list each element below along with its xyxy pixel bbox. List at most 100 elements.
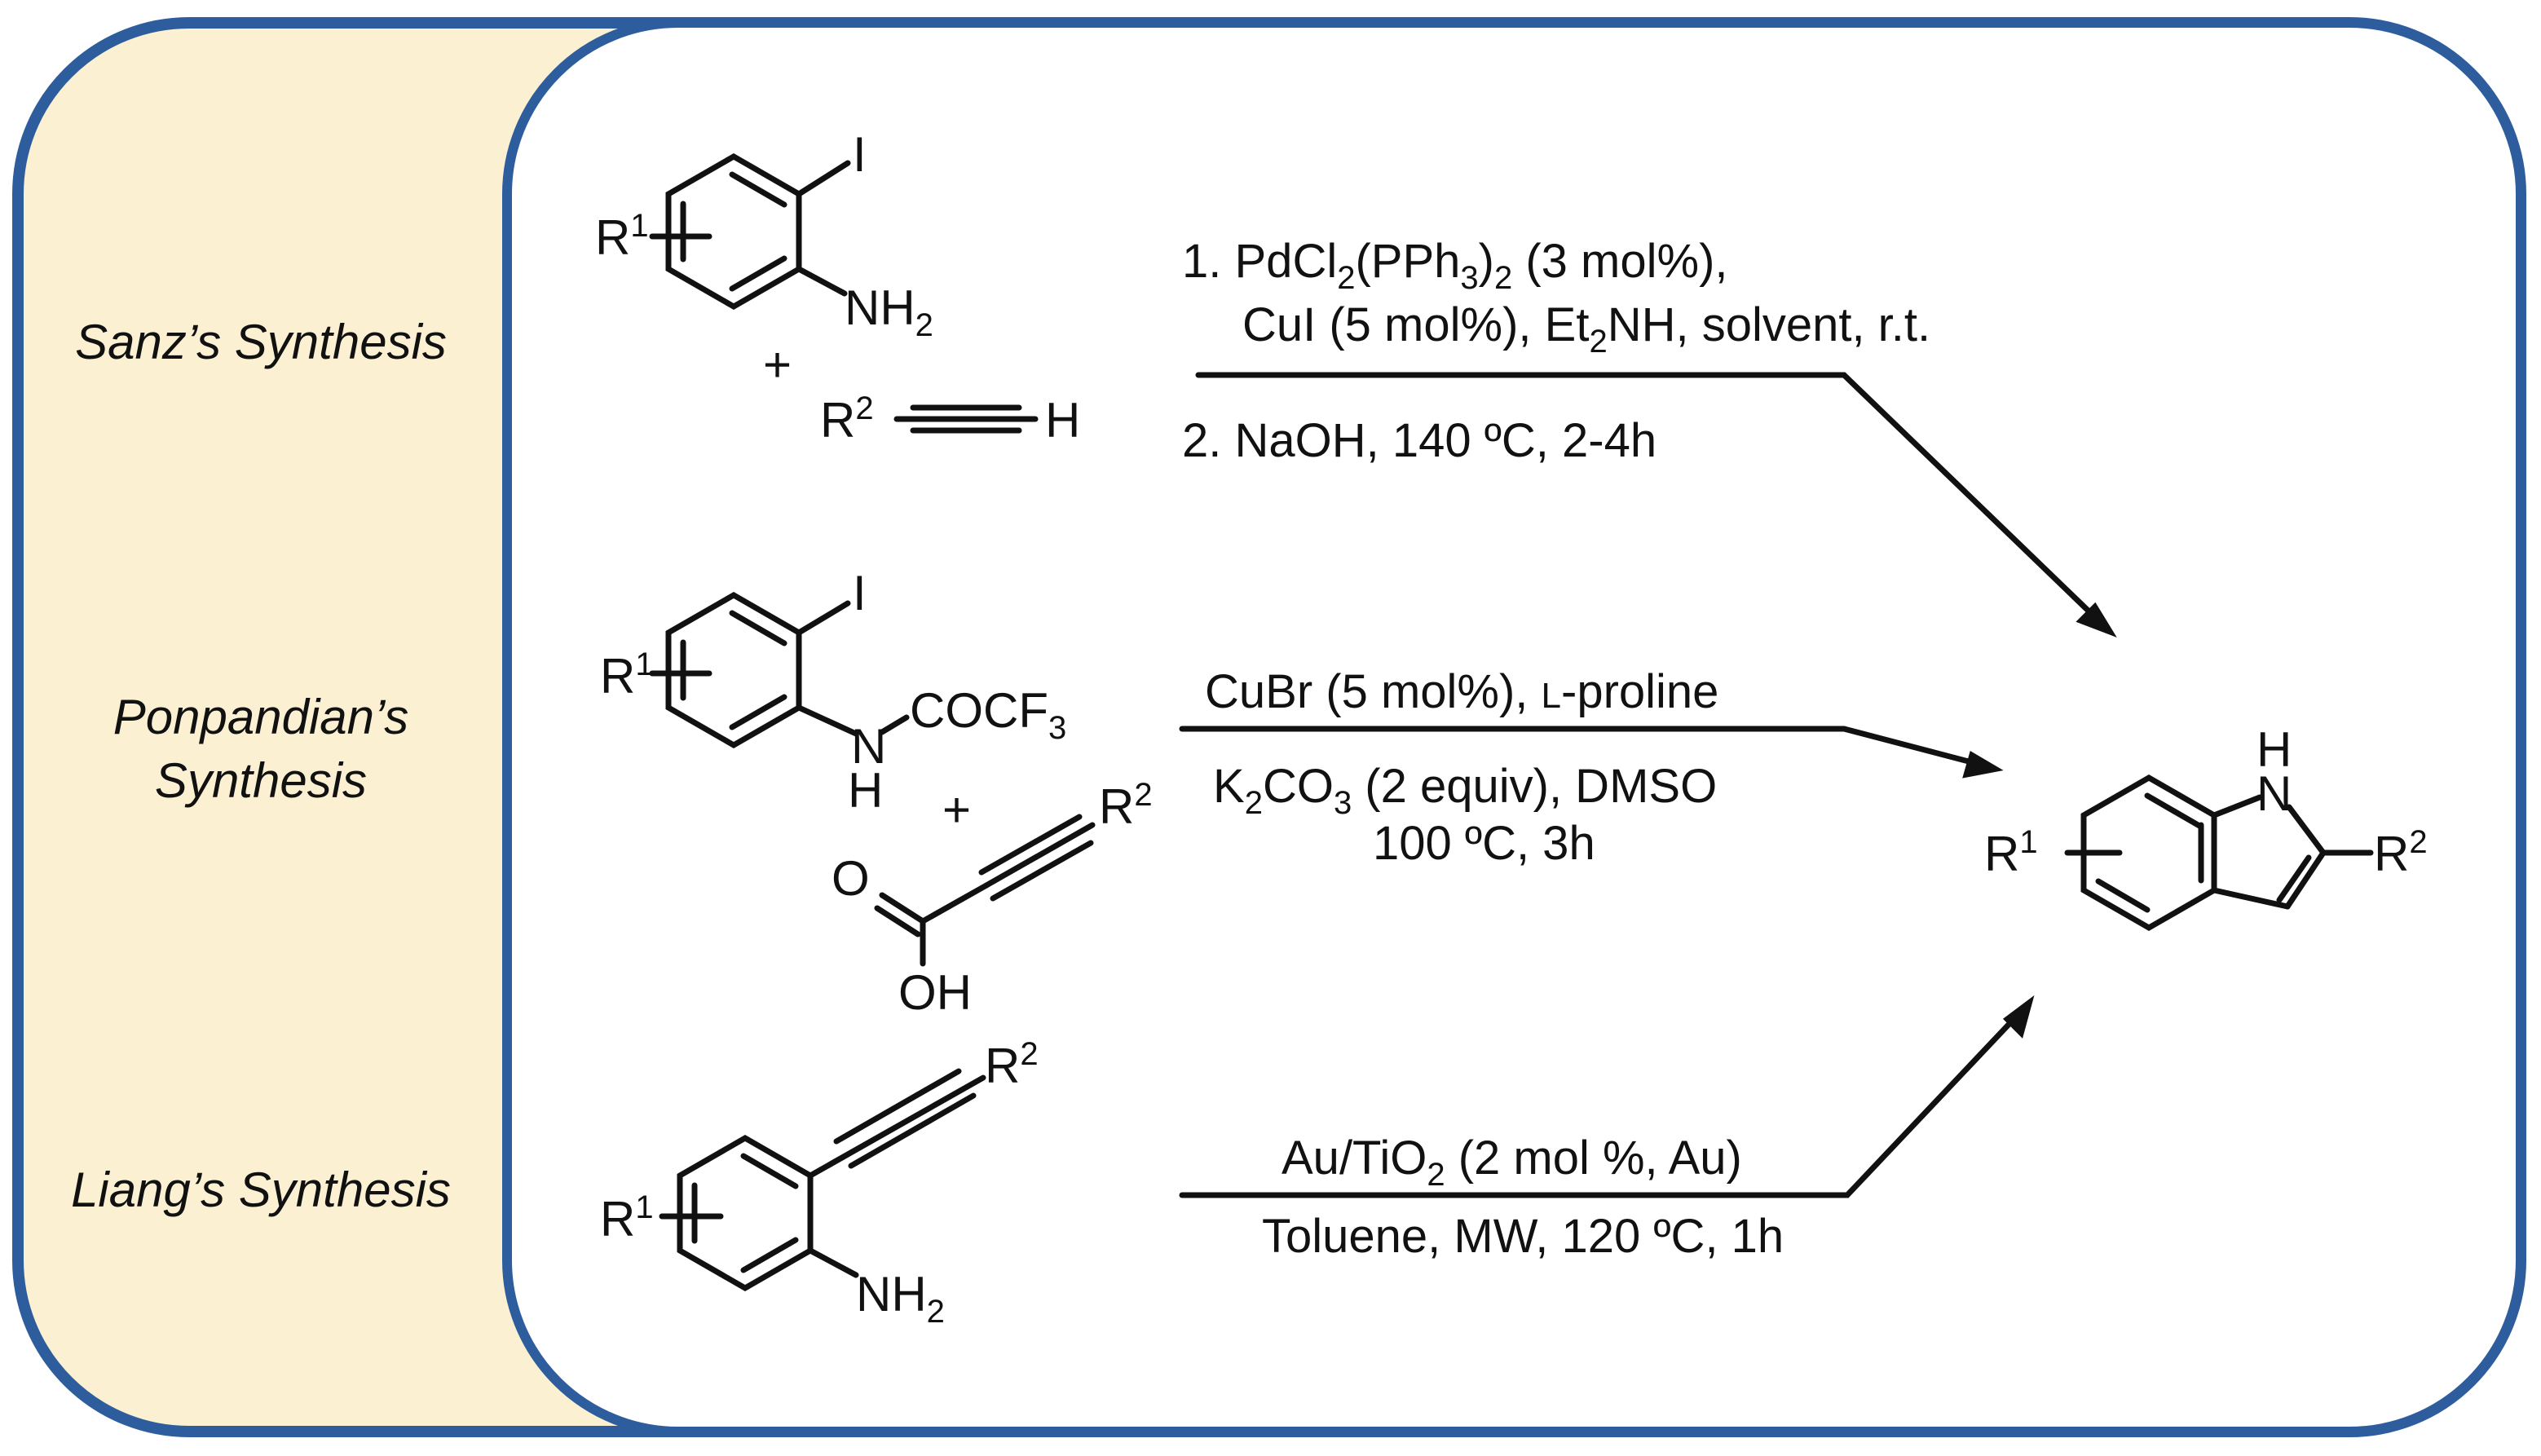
liang-r2-text: R (985, 1039, 1020, 1093)
sanz-alkyne-r: R2 (820, 390, 874, 448)
liang-alkyne-bond (807, 1074, 986, 1179)
ponpandian-arrow (1179, 726, 1984, 768)
sanz-c1-c-sub: 2 (1494, 260, 1512, 296)
liang-text: R2 R1 NH2 Au/TiO2 (2 mol %, Au) Toluene,… (600, 1036, 1784, 1330)
indole-n-label: N (2256, 766, 2292, 821)
ponpandian-r1-label: R1 (600, 646, 654, 704)
ponpandian-arrowhead (1962, 750, 2004, 779)
ponpandian-r2-label: R2 (1099, 777, 1153, 834)
indole-r2-text: R (2374, 827, 2409, 881)
sanz-c2-b: NH, solvent, r.t. (1608, 298, 1930, 351)
liang-cn-bond (807, 1247, 859, 1278)
indole-ring-double-bond (2095, 878, 2151, 913)
sanz-text: I R1 NH2 + R2 H 1. PdCl2(PPh3)2 (3 mol%)… (595, 127, 1930, 467)
liang-r1-text: R (600, 1192, 635, 1246)
ponpandian-r1-sup: 1 (635, 646, 653, 682)
sanz-c1-a-sub: 2 (1337, 260, 1355, 296)
ponpandian-ring-double-bond (729, 610, 787, 646)
liang-nh-sub: 2 (927, 1294, 945, 1330)
method-labels: Sanz’s Synthesis Ponpandian’s Synthesis … (71, 315, 451, 1217)
indole-ring-double-bond (2144, 792, 2203, 829)
sanz-cn-bond (796, 266, 848, 297)
sanz-c1-a: PdCl (1235, 235, 1338, 288)
ponpandian-c2-b: CO (1263, 760, 1334, 813)
ponpandian-o-label: O (832, 851, 870, 906)
indole-pyrrole-bond (2284, 849, 2327, 910)
ponpandian-amide-label: COCF3 (910, 683, 1066, 746)
ponpandian-r1-text: R (600, 649, 635, 704)
liang-nh2-label: NH2 (856, 1267, 945, 1330)
sanz-alkyne-h: H (1045, 393, 1080, 448)
indole-pyrrole-double-bond (2276, 854, 2312, 903)
ponpandian-r2-text: R (1099, 779, 1134, 834)
ponpandian-oh-label: OH (898, 965, 972, 1020)
ponpandian-ci-bond (796, 600, 851, 636)
sanz-c1-d: (3 mol%), (1512, 235, 1727, 288)
sanz-condition-line1: 1. PdCl2(PPh3)2 (3 mol%), (1182, 235, 1728, 296)
liang-condition-line2: Toluene, MW, 120 ºC, 1h (1262, 1210, 1784, 1263)
sanz-arrowhead (2076, 602, 2117, 638)
indole-h-label: H (2256, 722, 2292, 777)
liang-alkyne-bond (848, 1092, 977, 1169)
liang-alkyne-bond (833, 1068, 962, 1145)
ponpandian-c1-a: CuBr (5 mol%), (1205, 665, 1542, 718)
sanz-plus: + (763, 338, 792, 392)
ponpandian-text: I R1 COCF3 N H + O OH R2 CuBr (5 mol%), … (600, 566, 1718, 1020)
ponpandian-r2-sup: 2 (1134, 777, 1152, 813)
sanz-alkyne-r-sup: 2 (855, 390, 873, 426)
liang-reaction (659, 995, 2035, 1292)
liang-c1-b: (2 mol %, Au) (1445, 1132, 1742, 1185)
ponpandian-n-acyl-bond (879, 714, 910, 735)
ponpandian-plus: + (942, 783, 971, 837)
liang-arrow (1179, 1011, 2022, 1198)
liang-arrowhead (2002, 995, 2035, 1039)
sanz-condition-line2: CuI (5 mol%), Et2NH, solvent, r.t. (1242, 298, 1930, 360)
ponpandian-c2-b-sub: 3 (1334, 785, 1352, 821)
sanz-ring-double-bond (729, 171, 787, 208)
ponpandian-acid-bond (920, 882, 990, 924)
liang-c1-a-sub: 2 (1427, 1157, 1445, 1193)
liang-r2-label: R2 (985, 1036, 1039, 1093)
sanz-iodo-label: I (853, 127, 867, 182)
ponpandian-condition-line2: K2CO3 (2 equiv), DMSO (1213, 760, 1717, 821)
sanz-condition-line3: 2. NaOH, 140 ºC, 2-4h (1182, 414, 1657, 467)
ponpandian-amide-text: COCF (910, 683, 1048, 738)
ponpandian-alkyne-bond (990, 840, 1094, 902)
label-ponpandian-line2: Synthesis (155, 753, 367, 808)
ponpandian-c1-b: -proline (1561, 665, 1718, 718)
ponpandian-c2-a-sub: 2 (1245, 785, 1263, 821)
ponpandian-c2-a: K (1213, 760, 1245, 813)
indole-r2-sup: 2 (2409, 824, 2427, 860)
liang-ring-double-bond (740, 1153, 799, 1189)
label-sanz: Sanz’s Synthesis (75, 315, 447, 369)
sanz-c2-a-sub: 2 (1589, 324, 1607, 360)
indole-r1-label: R1 (1984, 824, 2038, 881)
sanz-c1-c: ) (1479, 235, 1494, 288)
sanz-arrow (1195, 372, 2102, 624)
label-liang: Liang’s Synthesis (71, 1163, 451, 1217)
ponpandian-alkyne-bond (978, 814, 1083, 876)
ponpandian-condition-line1: CuBr (5 mol%), L-proline (1205, 665, 1718, 718)
indole-pyrrole-bond (2211, 794, 2263, 818)
indole-r1-text: R (1984, 827, 2019, 881)
ponpandian-co-double-bond (874, 905, 921, 938)
ponpandian-c2-c: (2 equiv), DMSO (1352, 760, 1717, 813)
product-text: H N R1 R2 (1984, 722, 2428, 881)
ponpandian-co-double-bond (879, 892, 926, 924)
liang-r2-sup: 2 (1020, 1036, 1038, 1072)
liang-condition-line1: Au/TiO2 (2 mol %, Au) (1282, 1132, 1742, 1193)
product-indole (2064, 774, 2374, 932)
ponpandian-condition-line3: 100 ºC, 3h (1373, 817, 1595, 870)
sanz-r1-label: R1 (595, 208, 649, 265)
ponpandian-reaction (649, 591, 2004, 967)
liang-c1-a: Au/TiO (1282, 1132, 1427, 1185)
ponpandian-c1-l: L (1542, 676, 1561, 716)
sanz-r1-sup: 1 (630, 208, 648, 244)
sanz-reaction (649, 152, 2117, 638)
indole-r2-label: R2 (2374, 824, 2428, 881)
indole-r1-sup: 1 (2019, 824, 2037, 860)
sanz-ring-double-bond (729, 255, 787, 292)
label-ponpandian-line1: Ponpandian’s (113, 690, 409, 744)
sanz-c1-b-sub: 3 (1460, 260, 1478, 296)
